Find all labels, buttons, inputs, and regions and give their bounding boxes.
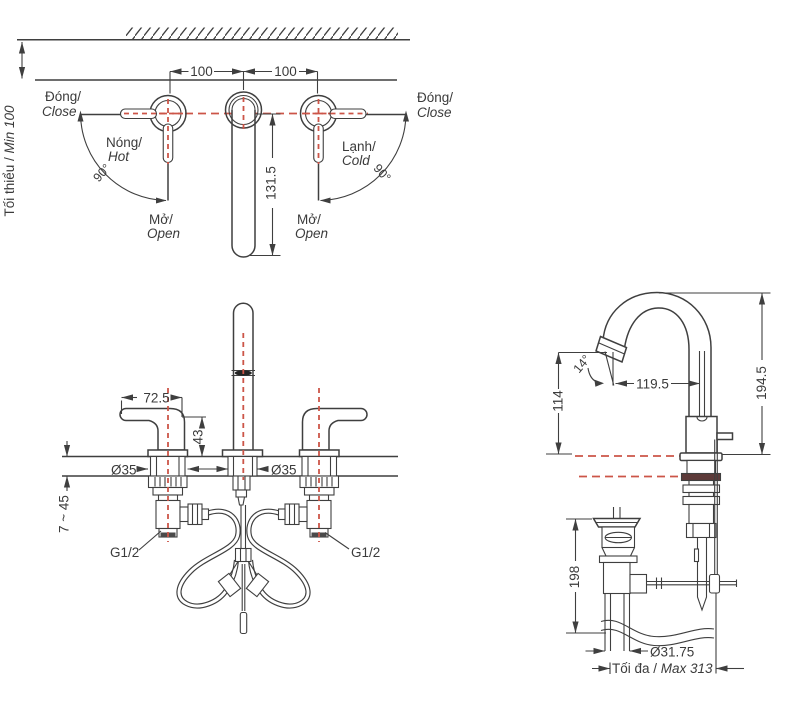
dim-spacing-left: 100	[190, 64, 213, 79]
supply-hose-right	[246, 511, 308, 606]
faucet-body-side	[685, 415, 718, 454]
plan-labels: Đóng/ Close Nóng/ Hot Mở/ Open 90° Đóng/…	[42, 89, 453, 241]
dim-spout-length: 131.5	[264, 166, 279, 200]
spout-nozzle	[595, 335, 628, 364]
label-thread-right: G1/2	[351, 545, 380, 560]
dim-total-height: 194.5	[754, 366, 769, 400]
basin-break-line	[600, 628, 715, 647]
label-cold-en: Cold	[342, 153, 370, 168]
pop-up-linkage	[646, 439, 738, 674]
label-open-right-en: Open	[295, 226, 328, 241]
label-close-right-en: Close	[417, 105, 452, 120]
label-open-left-en: Open	[147, 226, 180, 241]
dim-spout-reach: 119.5	[636, 377, 669, 392]
dim-drain-dia: Ø31.75	[650, 645, 694, 660]
label-min-clearance: Tối thiểu / Min 100	[2, 105, 17, 217]
label-hot-vi: Nóng/	[106, 135, 142, 150]
rod-clevis	[708, 573, 721, 594]
dim-spout-angle: 14°	[571, 352, 594, 375]
supply-hose	[176, 508, 242, 609]
dim-handle-length: 72.5	[143, 391, 169, 406]
label-cold-vi: Lạnh/	[342, 139, 376, 154]
label-close-right-vi: Đóng/	[417, 90, 453, 105]
label-open-right-vi: Mở/	[297, 212, 321, 227]
label-thread-left: G1/2	[110, 545, 139, 560]
dim-base-dia-right: Ø35	[271, 463, 297, 478]
drain-rod-port	[629, 573, 648, 594]
label-open-left-vi: Mở/	[149, 212, 173, 227]
dim-base-dia-left: Ø35	[111, 463, 137, 478]
pop-up-rod-knob	[239, 611, 248, 635]
label-close-left-vi: Đóng/	[45, 89, 81, 104]
deck-flange	[679, 452, 723, 462]
basin-break-line	[600, 619, 715, 638]
dim-max-reach: Tối đa / Max 313	[612, 661, 713, 676]
label-hot-en: Hot	[108, 149, 130, 164]
side-view: 14° 119.5 194.5 114 198 Ø31.75 Tối đa /	[546, 291, 771, 676]
dim-handle-height: 43	[191, 429, 206, 444]
wall-hatching	[126, 27, 398, 40]
pop-up-drain	[592, 507, 648, 651]
plan-view: Tối thiểu / Min 100 100 100 131.5	[2, 27, 453, 258]
handle-plan	[77, 94, 187, 204]
spout-plan	[224, 91, 263, 258]
label-close-left-en: Close	[42, 104, 77, 119]
front-view: 72.5 43 Ø35 Ø35 7 ~ 45 G1/2 G1/2	[57, 302, 398, 635]
shank-stack	[680, 459, 722, 612]
body-handle-stub	[716, 432, 734, 441]
dim-spacing-right: 100	[274, 64, 297, 79]
label-swing-left: 90°	[90, 161, 113, 184]
dim-deck-thickness: 7 ~ 45	[57, 495, 72, 533]
dim-outlet-height: 114	[551, 390, 566, 412]
dim-drain-height: 198	[567, 566, 582, 589]
